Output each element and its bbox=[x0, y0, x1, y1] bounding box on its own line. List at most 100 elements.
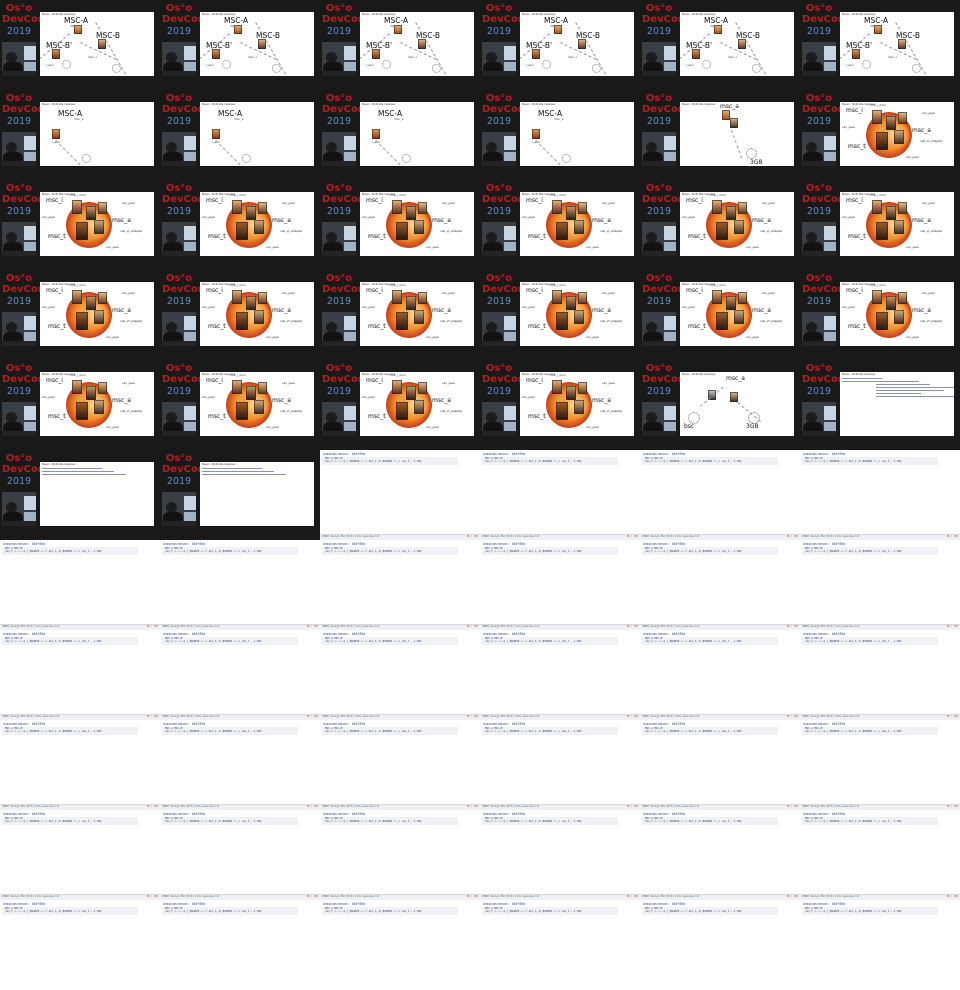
status-filename: [NEW] Design_MSC_Multi_Site_Capsules.txt bbox=[322, 715, 380, 718]
label-msc-b: MSC-B bbox=[416, 31, 441, 40]
logo-text: DevCon bbox=[642, 194, 685, 205]
code-block bbox=[802, 457, 938, 465]
editor-header: osmocom:meson: 0b5f69a bbox=[3, 542, 46, 546]
status-position: 36 / 149 bbox=[306, 805, 318, 808]
code-block bbox=[322, 907, 458, 915]
speaker-head bbox=[806, 412, 817, 423]
window bbox=[344, 62, 356, 72]
code-line: ran_t <--> cn_c_BSSMAP <--> bsc_t_cn_BSS… bbox=[325, 910, 422, 913]
desk bbox=[162, 161, 196, 166]
status-filename: [NEW] Design_MSC_Multi_Site_Capsules.txt bbox=[642, 805, 700, 808]
slide-title: Meson - Multi-Site Capsules bbox=[682, 373, 715, 376]
diagram-label: role_i_if-ho bbox=[550, 193, 567, 197]
diagram-label: ran_peer bbox=[106, 425, 120, 429]
status-position: 36 / 149 bbox=[946, 895, 958, 898]
status-filename: [NEW] Design_MSC_Multi_Site_Capsules.txt bbox=[2, 895, 60, 898]
desk bbox=[162, 341, 196, 346]
editor-header: osmocom:meson: 0b5f69a bbox=[323, 452, 366, 456]
diagram-label: call_id_adapter bbox=[280, 409, 303, 413]
window bbox=[824, 332, 836, 342]
diagram-label: call_id_adapter bbox=[760, 319, 783, 323]
logo-text: DevCon bbox=[162, 464, 205, 475]
editor-status-bar: [NEW] Design_MSC_Multi_Site_Capsules.txt… bbox=[640, 804, 800, 810]
portrait-image bbox=[734, 220, 744, 234]
diagram-label: ran_peer bbox=[762, 201, 776, 205]
status-position: 36 / 149 bbox=[626, 895, 638, 898]
portrait-image bbox=[98, 292, 107, 304]
logo-text: DevCon bbox=[642, 104, 685, 115]
diagram-label: i_asn bbox=[372, 140, 380, 144]
diagram-label: role_i_if-ho bbox=[70, 283, 87, 287]
editor-status-bar: [NEW] Design_MSC_Multi_Site_Capsules.txt… bbox=[640, 894, 800, 900]
speaker-head bbox=[166, 412, 177, 423]
diagram-label: role_i_if-ho bbox=[230, 373, 247, 377]
speaker-head bbox=[166, 52, 177, 63]
speaker-head bbox=[806, 142, 817, 153]
label-msc-i: msc_i bbox=[206, 287, 223, 294]
status-position: 36 / 149 bbox=[466, 805, 478, 808]
logo-year: 2019 bbox=[6, 26, 32, 37]
logo-year: 2019 bbox=[166, 476, 192, 487]
portrait-image bbox=[716, 222, 728, 240]
logo-text: DevCon bbox=[482, 374, 525, 385]
speaker-camera bbox=[482, 312, 516, 346]
diagram-label: msc_t bbox=[88, 55, 97, 59]
diagram-label: call_id_adapter bbox=[600, 319, 623, 323]
diagram-label: ran_peer bbox=[42, 395, 56, 399]
speaker-head bbox=[326, 52, 337, 63]
diagram-label: ran_peer bbox=[602, 291, 616, 295]
label-msc-a: msc_a bbox=[432, 397, 451, 404]
wheel-icon bbox=[272, 64, 281, 73]
label-msc-t: msc_t bbox=[48, 413, 66, 420]
portrait-image bbox=[692, 49, 700, 59]
desk bbox=[802, 431, 836, 436]
label-msc-a: msc_a bbox=[912, 307, 931, 314]
label-msc-a: MSC-A bbox=[224, 16, 249, 25]
diagram-label: call_id_adapter bbox=[600, 409, 623, 413]
window bbox=[504, 152, 516, 162]
portrait-image bbox=[872, 110, 882, 124]
portrait-image bbox=[578, 382, 587, 394]
editor-header: osmocom:meson: 0b5f69a bbox=[483, 812, 526, 816]
status-position: 36 / 149 bbox=[146, 715, 158, 718]
diagram-label: ran_peer bbox=[442, 381, 456, 385]
portrait-image bbox=[72, 200, 82, 214]
diagram-label: ran_peer bbox=[42, 215, 56, 219]
window bbox=[24, 62, 36, 72]
code-block bbox=[162, 547, 298, 555]
editor-header: osmocom:meson: 0b5f69a bbox=[3, 722, 46, 726]
portrait-image bbox=[72, 380, 82, 394]
portrait-image bbox=[712, 200, 722, 214]
logo-year: 2019 bbox=[326, 116, 352, 127]
diagram-label: role_i_if-ho bbox=[230, 193, 247, 197]
diagram-label: call_id_adapter bbox=[920, 229, 943, 233]
window bbox=[344, 406, 356, 420]
logo-year: 2019 bbox=[806, 206, 832, 217]
portrait-image bbox=[52, 49, 60, 59]
status-filename: [NEW] Design_MSC_Multi_Site_Capsules.txt bbox=[642, 535, 700, 538]
speaker-head bbox=[166, 142, 177, 153]
diagram-label: i_asn bbox=[846, 63, 854, 67]
portrait-image bbox=[876, 132, 888, 150]
logo-text: Os°o bbox=[805, 183, 833, 194]
logo-year: 2019 bbox=[326, 296, 352, 307]
logo-text: Os°o bbox=[645, 93, 673, 104]
code-line: ran_t <--> cn_c_BSSMAP <--> bsc_t_cn_BSS… bbox=[5, 820, 102, 823]
window bbox=[344, 46, 356, 60]
logo-text: Os°o bbox=[165, 453, 193, 464]
desk bbox=[2, 71, 36, 76]
portrait-image bbox=[872, 290, 882, 304]
window bbox=[24, 46, 36, 60]
logo-text: Os°o bbox=[485, 93, 513, 104]
slide-title: Meson - Multi-Site Capsules bbox=[42, 463, 75, 466]
diagram-label: ran_peer bbox=[842, 215, 856, 219]
editor-header: osmocom:meson: 0b5f69a bbox=[643, 722, 686, 726]
status-filename: [NEW] Design_MSC_Multi_Site_Capsules.txt bbox=[2, 715, 60, 718]
